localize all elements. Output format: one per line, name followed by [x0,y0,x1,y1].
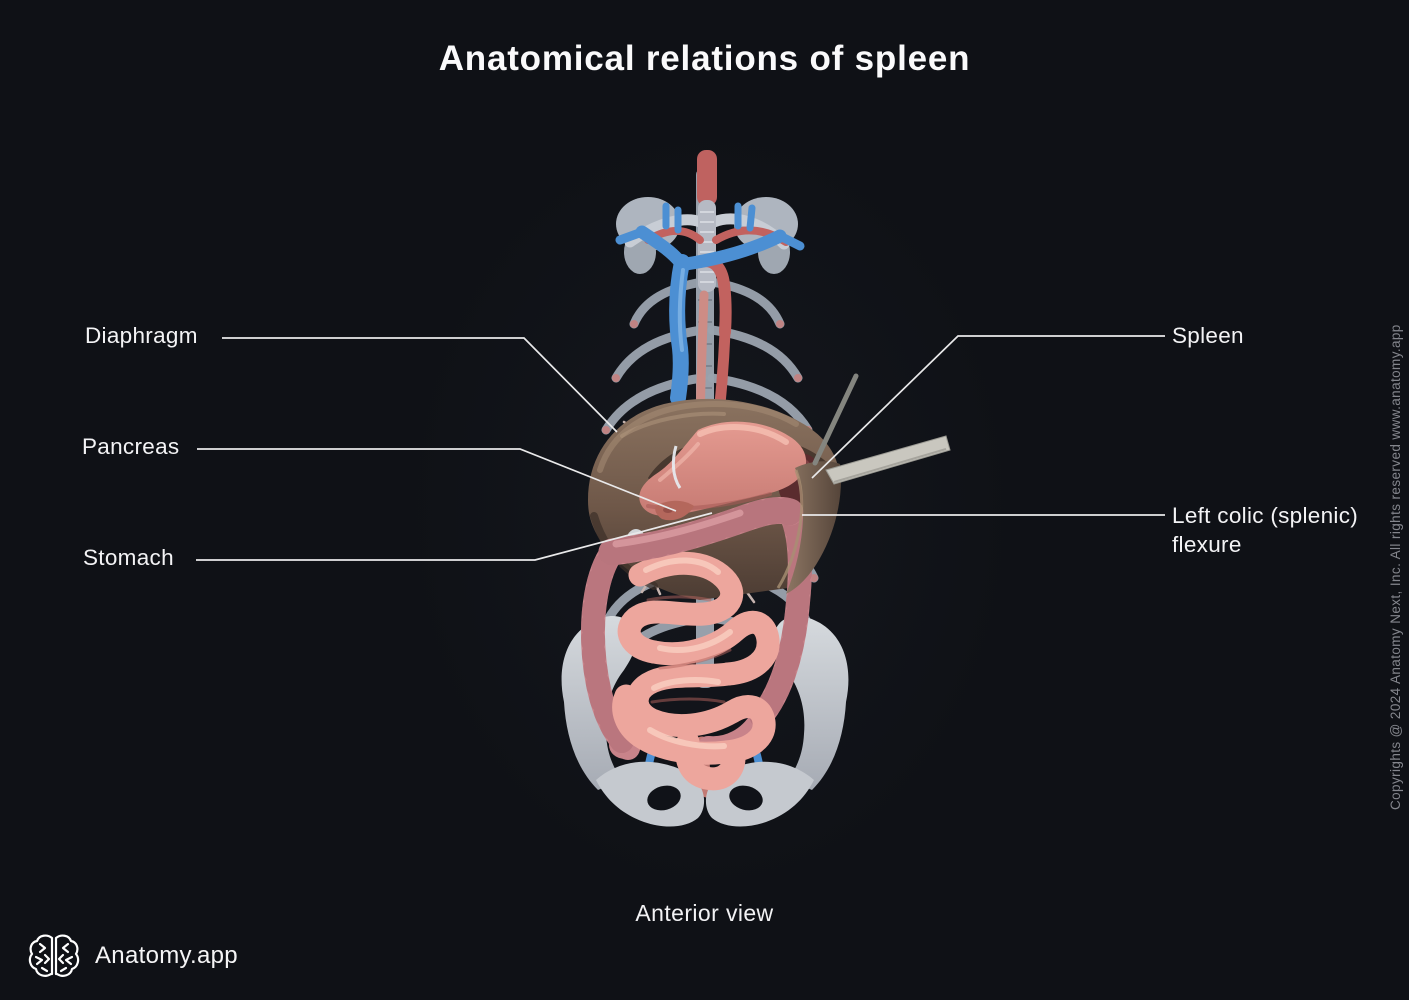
probe [812,373,951,485]
leader-diaphragm [222,337,618,433]
leader-stomach [196,512,713,561]
label-spleen: Spleen [1172,323,1244,348]
leader-lines [196,335,1165,561]
label-diaphragm: Diaphragm [85,323,198,348]
brain-icon [28,934,80,977]
leader-spleen [811,335,1165,479]
trachea [698,200,716,292]
diaphragm-rim [776,461,842,594]
copyright-text: Copyrights @ 2024 Anatomy Next, Inc. All… [1388,324,1403,810]
brand-name: Anatomy.app [95,942,238,969]
pelvis [561,616,849,827]
small-intestine [612,551,780,791]
veins [615,202,805,406]
esophagus-tube [697,150,717,206]
label-stomach: Stomach [83,545,174,570]
label-pancreas: Pancreas [82,434,180,459]
leader-pancreas [197,448,677,512]
label-left-colic-flexure: Left colic (splenic) flexure [1172,503,1359,557]
view-caption: Anterior view [635,900,774,926]
transverse-colon [598,496,804,566]
brand-footer: Anatomy.app [28,931,238,981]
retractor-cord [671,445,682,489]
page-title: Anatomical relations of spleen [438,39,971,78]
